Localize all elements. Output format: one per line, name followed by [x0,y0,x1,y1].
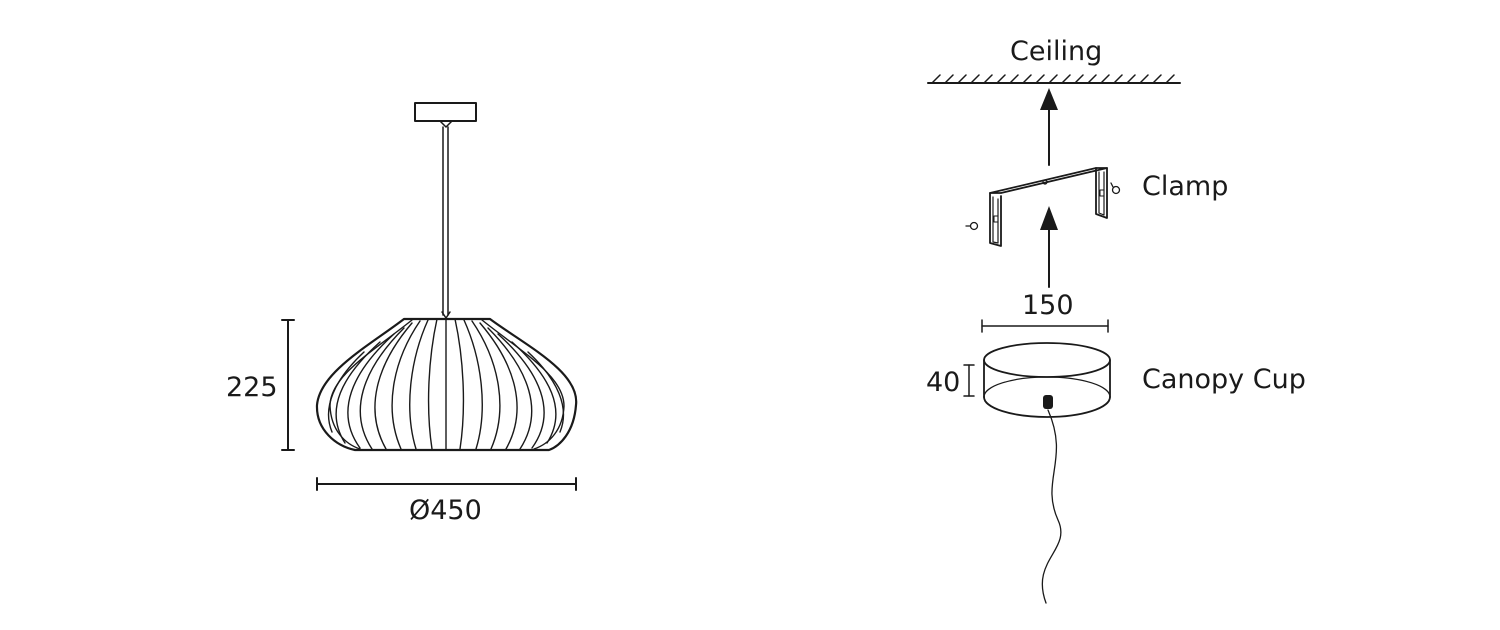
clamp-screw-left-icon [965,221,979,231]
canopy-cup-label: Canopy Cup [1142,364,1306,395]
ceiling-rose [414,102,477,122]
diameter-dimension [316,477,577,491]
clamp-label: Clamp [1142,171,1229,202]
cup-height-label: 40 [926,367,961,398]
lamp-shade-inner-edge-right [481,319,565,450]
ceiling-label: Ceiling [1010,36,1103,67]
mounting-clamp [989,167,1108,247]
pendant-height-label: 225 [226,372,278,403]
arrow-up-to-ceiling [1040,88,1058,166]
lamp-shade-ribs [327,318,565,451]
arrow-up-to-clamp [1040,206,1058,288]
pendant-diameter-label: Ø450 [409,495,482,526]
cord-connector [441,311,451,319]
width-label: 150 [1022,290,1074,321]
lamp-shade-outline [315,317,578,452]
width-dimension [981,319,1109,333]
rose-bottom-cap [439,120,453,128]
clamp-screw-right-icon [1110,182,1121,195]
ceiling-line [927,74,1181,84]
canopy-cup [983,342,1111,418]
installation-diagram [927,74,1181,604]
pendant-lamp [281,102,578,491]
power-cable [1041,409,1062,604]
cable-grommet [1043,395,1053,409]
height-dimension [281,319,295,451]
cup-height-dimension [963,364,975,397]
